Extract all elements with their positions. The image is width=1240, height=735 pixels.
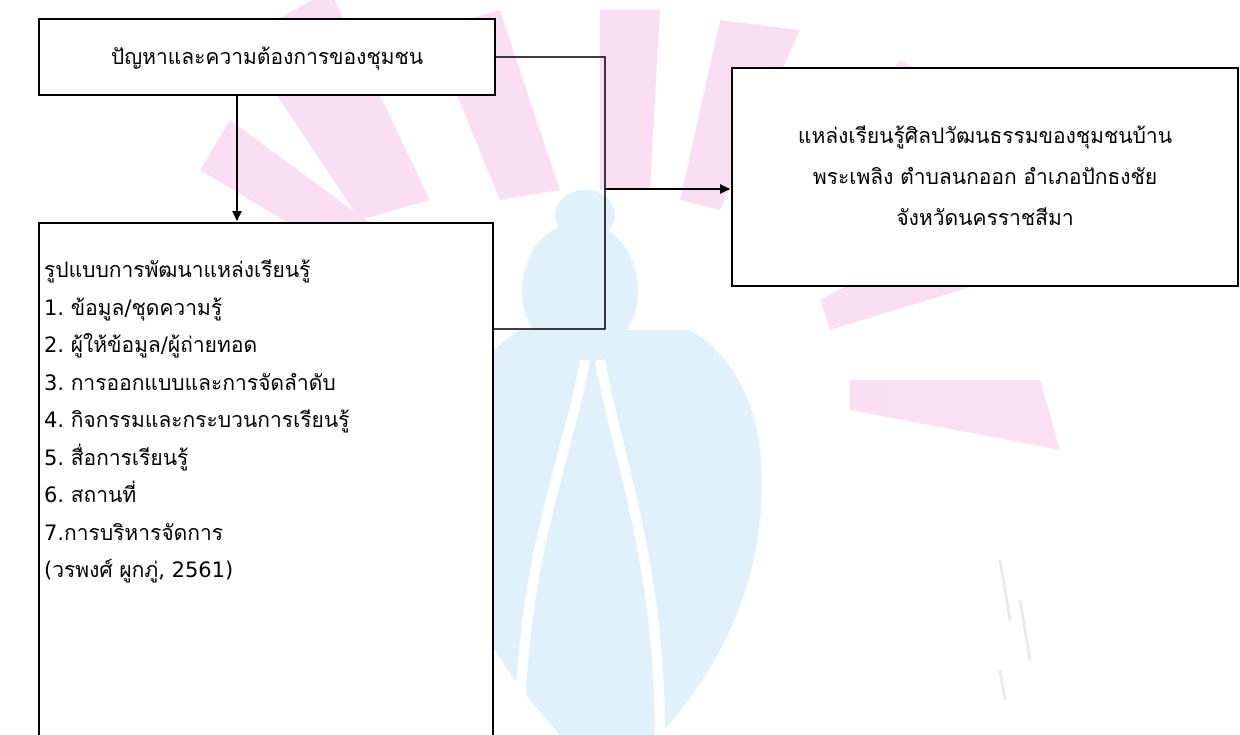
model-item: 4. กิจกรรมและกระบวนการเรียนรู้ bbox=[44, 408, 350, 432]
model-citation: (วรพงศ์ ผูกภู่, 2561) bbox=[44, 558, 234, 582]
learning-source-line: พระเพลิง ตำบลนกออก อำเภอปักธงชัย bbox=[812, 164, 1158, 189]
model-item: 6. สถานที่ bbox=[44, 483, 137, 507]
learning-source-line: แหล่งเรียนรู้ศิลปวัฒนธรรมของชุมชนบ้าน bbox=[797, 123, 1173, 148]
connector-model-bus bbox=[494, 189, 606, 330]
connector-problem-bus bbox=[496, 56, 606, 189]
model-item: 7.การบริหารจัดการ bbox=[44, 520, 224, 545]
model-item: 2. ผู้ให้ข้อมูล/ผู้ถ่ายทอด bbox=[44, 333, 258, 357]
learning-source-box: แหล่งเรียนรู้ศิลปวัฒนธรรมของชุมชนบ้าน พร… bbox=[731, 67, 1239, 287]
watermark-script bbox=[998, 559, 1032, 701]
development-model-box: รูปแบบการพัฒนาแหล่งเรียนรู้ 1. ข้อมูล/ชุ… bbox=[38, 222, 494, 735]
community-needs-text: ปัญหาและความต้องการของชุมชน bbox=[110, 44, 424, 69]
model-item: 5. สื่อการเรียนรู้ bbox=[44, 445, 189, 470]
learning-source-line: จังหวัดนครราชสีมา bbox=[896, 205, 1074, 230]
watermark-ray bbox=[850, 380, 1060, 450]
community-needs-box: ปัญหาและความต้องการของชุมชน bbox=[38, 18, 496, 96]
model-title: รูปแบบการพัฒนาแหล่งเรียนรู้ bbox=[44, 258, 311, 282]
model-item: 1. ข้อมูล/ชุดความรู้ bbox=[44, 295, 223, 320]
model-item: 3. การออกแบบและการจัดลำดับ bbox=[44, 370, 336, 395]
watermark-head bbox=[522, 222, 638, 358]
watermark-ray bbox=[600, 10, 660, 190]
watermark-robe-lines bbox=[515, 359, 665, 735]
